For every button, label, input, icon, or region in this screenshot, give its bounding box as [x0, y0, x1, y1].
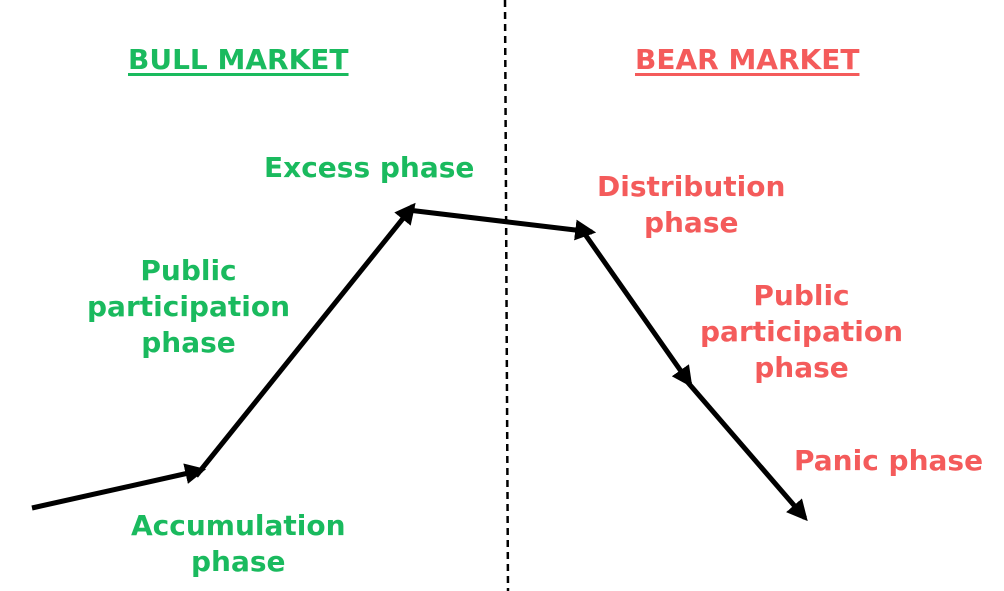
bear-public-participation-label: Public participation phase — [700, 279, 904, 384]
trend-segment-fall — [579, 228, 693, 388]
market-divider-line — [503, 0, 510, 591]
trend-segment-start — [31, 463, 207, 511]
trend-segment-rise — [194, 202, 416, 478]
bull-market-header: BULL MARKET — [128, 43, 349, 76]
bear-market-header: BEAR MARKET — [635, 43, 860, 76]
bull-public-participation-label: Public participation phase — [87, 254, 291, 359]
trend-segment-panic — [682, 376, 808, 522]
trend-segment-top — [407, 207, 597, 241]
bear-panic-phase-label: Panic phase — [794, 444, 984, 477]
bear-distribution-phase-label: Distribution phase — [597, 170, 786, 239]
bull-accumulation-phase-label: Accumulation phase — [131, 509, 346, 578]
bull-excess-phase-label: Excess phase — [264, 151, 475, 184]
